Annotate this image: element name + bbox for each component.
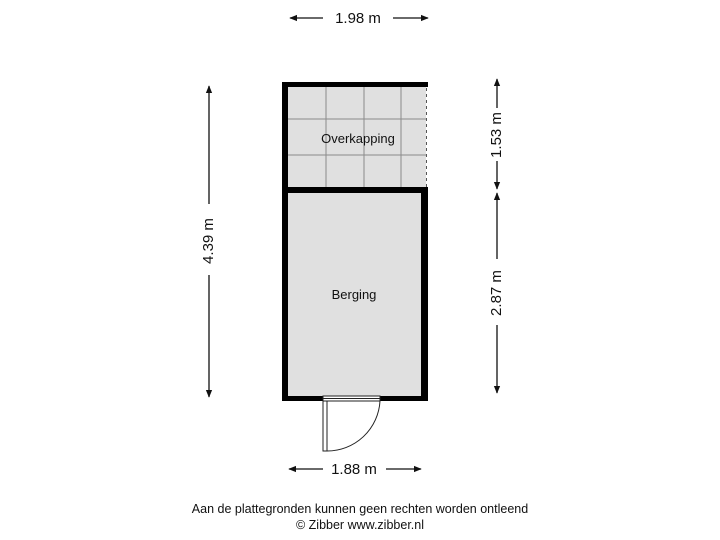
dimension-left: 4.39 m — [200, 85, 217, 398]
dimension-right-lower: 2.87 m — [488, 192, 505, 394]
footer-disclaimer: Aan de plattegronden kunnen geen rechten… — [191, 502, 529, 516]
wall-bottom-right — [380, 396, 428, 401]
room-label-overkapping: Overkapping — [321, 131, 395, 146]
dimension-bottom-label: 1.88 m — [331, 461, 377, 478]
dimension-right-upper-label: 1.53 m — [488, 112, 505, 158]
footer-copyright: © Zibber www.zibber.nl — [295, 518, 424, 532]
overkapping-floor — [287, 87, 426, 188]
room-label-berging: Berging — [332, 287, 377, 302]
wall-left — [282, 82, 288, 401]
berging-floor — [287, 193, 421, 396]
dimension-left-label: 4.39 m — [200, 218, 217, 264]
wall-bottom-left — [282, 396, 323, 401]
overkapping-area — [287, 87, 427, 188]
door-swing-icon — [322, 395, 381, 452]
tile-grid — [287, 87, 426, 188]
walls — [282, 82, 428, 401]
dimension-top-label: 1.98 m — [335, 10, 381, 27]
dimension-bottom: 1.88 m — [288, 461, 422, 478]
wall-middle — [282, 187, 428, 193]
wall-top — [282, 82, 428, 87]
wall-right — [421, 187, 428, 401]
dimension-right-upper: 1.53 m — [488, 78, 505, 190]
dimension-top: 1.98 m — [289, 10, 429, 27]
dimension-right-lower-label: 2.87 m — [488, 270, 505, 316]
